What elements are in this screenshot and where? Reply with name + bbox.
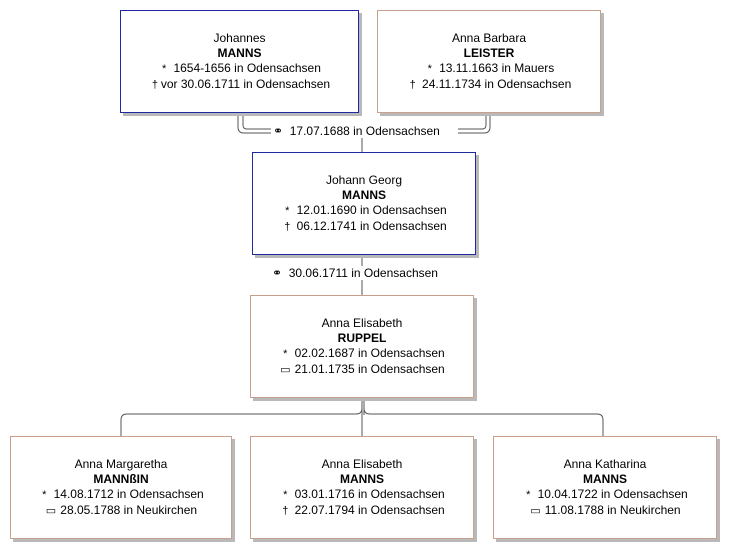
marriage-main: ⚭ 30.06.1711 in Odensachsen (270, 266, 440, 280)
birth-icon: * (526, 488, 531, 501)
birth-event: * 12.01.1690 in Odensachsen (253, 203, 475, 219)
marriage-rings-icon: ⚭ (272, 266, 283, 280)
birth-text: 14.08.1712 in Odensachsen (53, 486, 204, 501)
surname: MANNS (217, 45, 262, 60)
death-text: 24.11.1734 in Odensachsen (422, 76, 572, 91)
surname: RUPPEL (337, 330, 387, 345)
birth-event: * 10.04.1722 in Odensachsen (494, 487, 716, 503)
death-icon: † (284, 220, 291, 233)
given-name: Anna Elisabeth (321, 456, 403, 471)
birth-icon: * (161, 62, 167, 75)
burial-icon: ▭ (45, 504, 57, 517)
surname: MANNßIN (93, 471, 149, 486)
death-event: †vor 30.06.1711 in Odensachsen (121, 77, 358, 93)
birth-icon: * (283, 488, 288, 501)
birth-text: 02.02.1687 in Odensachsen (294, 345, 445, 360)
birth-icon: * (427, 62, 432, 75)
burial-event: ▭ 21.01.1735 in Odensachsen (251, 362, 473, 378)
given-name: Anna Barbara (451, 30, 527, 45)
burial-event: ▭ 11.08.1788 in Neukirchen (494, 503, 716, 519)
death-event: † 22.07.1794 in Odensachsen (251, 503, 473, 519)
person-father[interactable]: Johannes MANNS * 1654-1656 in Odensachse… (120, 10, 359, 113)
marriage-parents: ⚭ 17.07.1688 in Odensachsen (271, 124, 442, 138)
given-name: Anna Elisabeth (321, 315, 403, 330)
person-mother[interactable]: Anna Barbara LEISTER * 13.11.1663 in Mau… (377, 10, 601, 113)
birth-icon: * (42, 488, 47, 501)
given-name: Johannes (213, 30, 266, 45)
birth-icon: * (283, 347, 288, 360)
birth-event: * 1654-1656 in Odensachsen (121, 61, 358, 77)
person-child-1[interactable]: Anna Margaretha MANNßIN * 14.08.1712 in … (10, 436, 232, 539)
surname: MANNS (583, 471, 627, 486)
birth-event: * 02.02.1687 in Odensachsen (251, 346, 473, 362)
death-text: 06.12.1741 in Odensachsen (296, 218, 447, 233)
birth-text: 12.01.1690 in Odensachsen (296, 202, 447, 217)
birth-event: * 13.11.1663 in Mauers (378, 61, 600, 77)
given-name: Johann Georg (325, 172, 403, 187)
birth-text: 1654-1656 in Odensachsen (173, 60, 321, 75)
birth-text: 13.11.1663 in Mauers (439, 60, 555, 75)
given-name: Anna Katharina (563, 456, 647, 471)
birth-icon: * (285, 204, 290, 217)
given-name: Anna Margaretha (74, 456, 168, 471)
marriage-text: 17.07.1688 in Odensachsen (289, 124, 440, 138)
death-icon: † (151, 78, 158, 91)
burial-icon: ▭ (280, 363, 291, 376)
person-main[interactable]: Johann Georg MANNS * 12.01.1690 in Odens… (252, 152, 476, 255)
death-text: 22.07.1794 in Odensachsen (294, 502, 445, 517)
death-event: † 24.11.1734 in Odensachsen (378, 77, 600, 93)
person-child-3[interactable]: Anna Katharina MANNS * 10.04.1722 in Ode… (493, 436, 717, 539)
birth-text: 10.04.1722 in Odensachsen (537, 486, 688, 501)
marriage-rings-icon: ⚭ (273, 124, 284, 138)
birth-event: * 14.08.1712 in Odensachsen (11, 487, 231, 503)
burial-text: 21.01.1735 in Odensachsen (294, 361, 445, 376)
burial-event: ▭ 28.05.1788 in Neukirchen (11, 503, 231, 519)
death-text: vor 30.06.1711 in Odensachsen (160, 76, 331, 91)
birth-text: 03.01.1716 in Odensachsen (294, 486, 445, 501)
death-icon: † (409, 78, 416, 91)
surname: LEISTER (463, 45, 515, 60)
burial-text: 28.05.1788 in Neukirchen (60, 502, 198, 517)
birth-event: * 03.01.1716 in Odensachsen (251, 487, 473, 503)
marriage-text: 30.06.1711 in Odensachsen (288, 266, 438, 280)
death-icon: † (282, 504, 289, 517)
death-event: † 06.12.1741 in Odensachsen (253, 219, 475, 235)
burial-icon: ▭ (530, 504, 541, 517)
surname: MANNS (340, 471, 384, 486)
surname: MANNS (342, 187, 386, 202)
burial-text: 11.08.1788 in Neukirchen (544, 502, 681, 517)
person-child-2[interactable]: Anna Elisabeth MANNS * 03.01.1716 in Ode… (250, 436, 474, 539)
person-spouse[interactable]: Anna Elisabeth RUPPEL * 02.02.1687 in Od… (250, 295, 474, 398)
